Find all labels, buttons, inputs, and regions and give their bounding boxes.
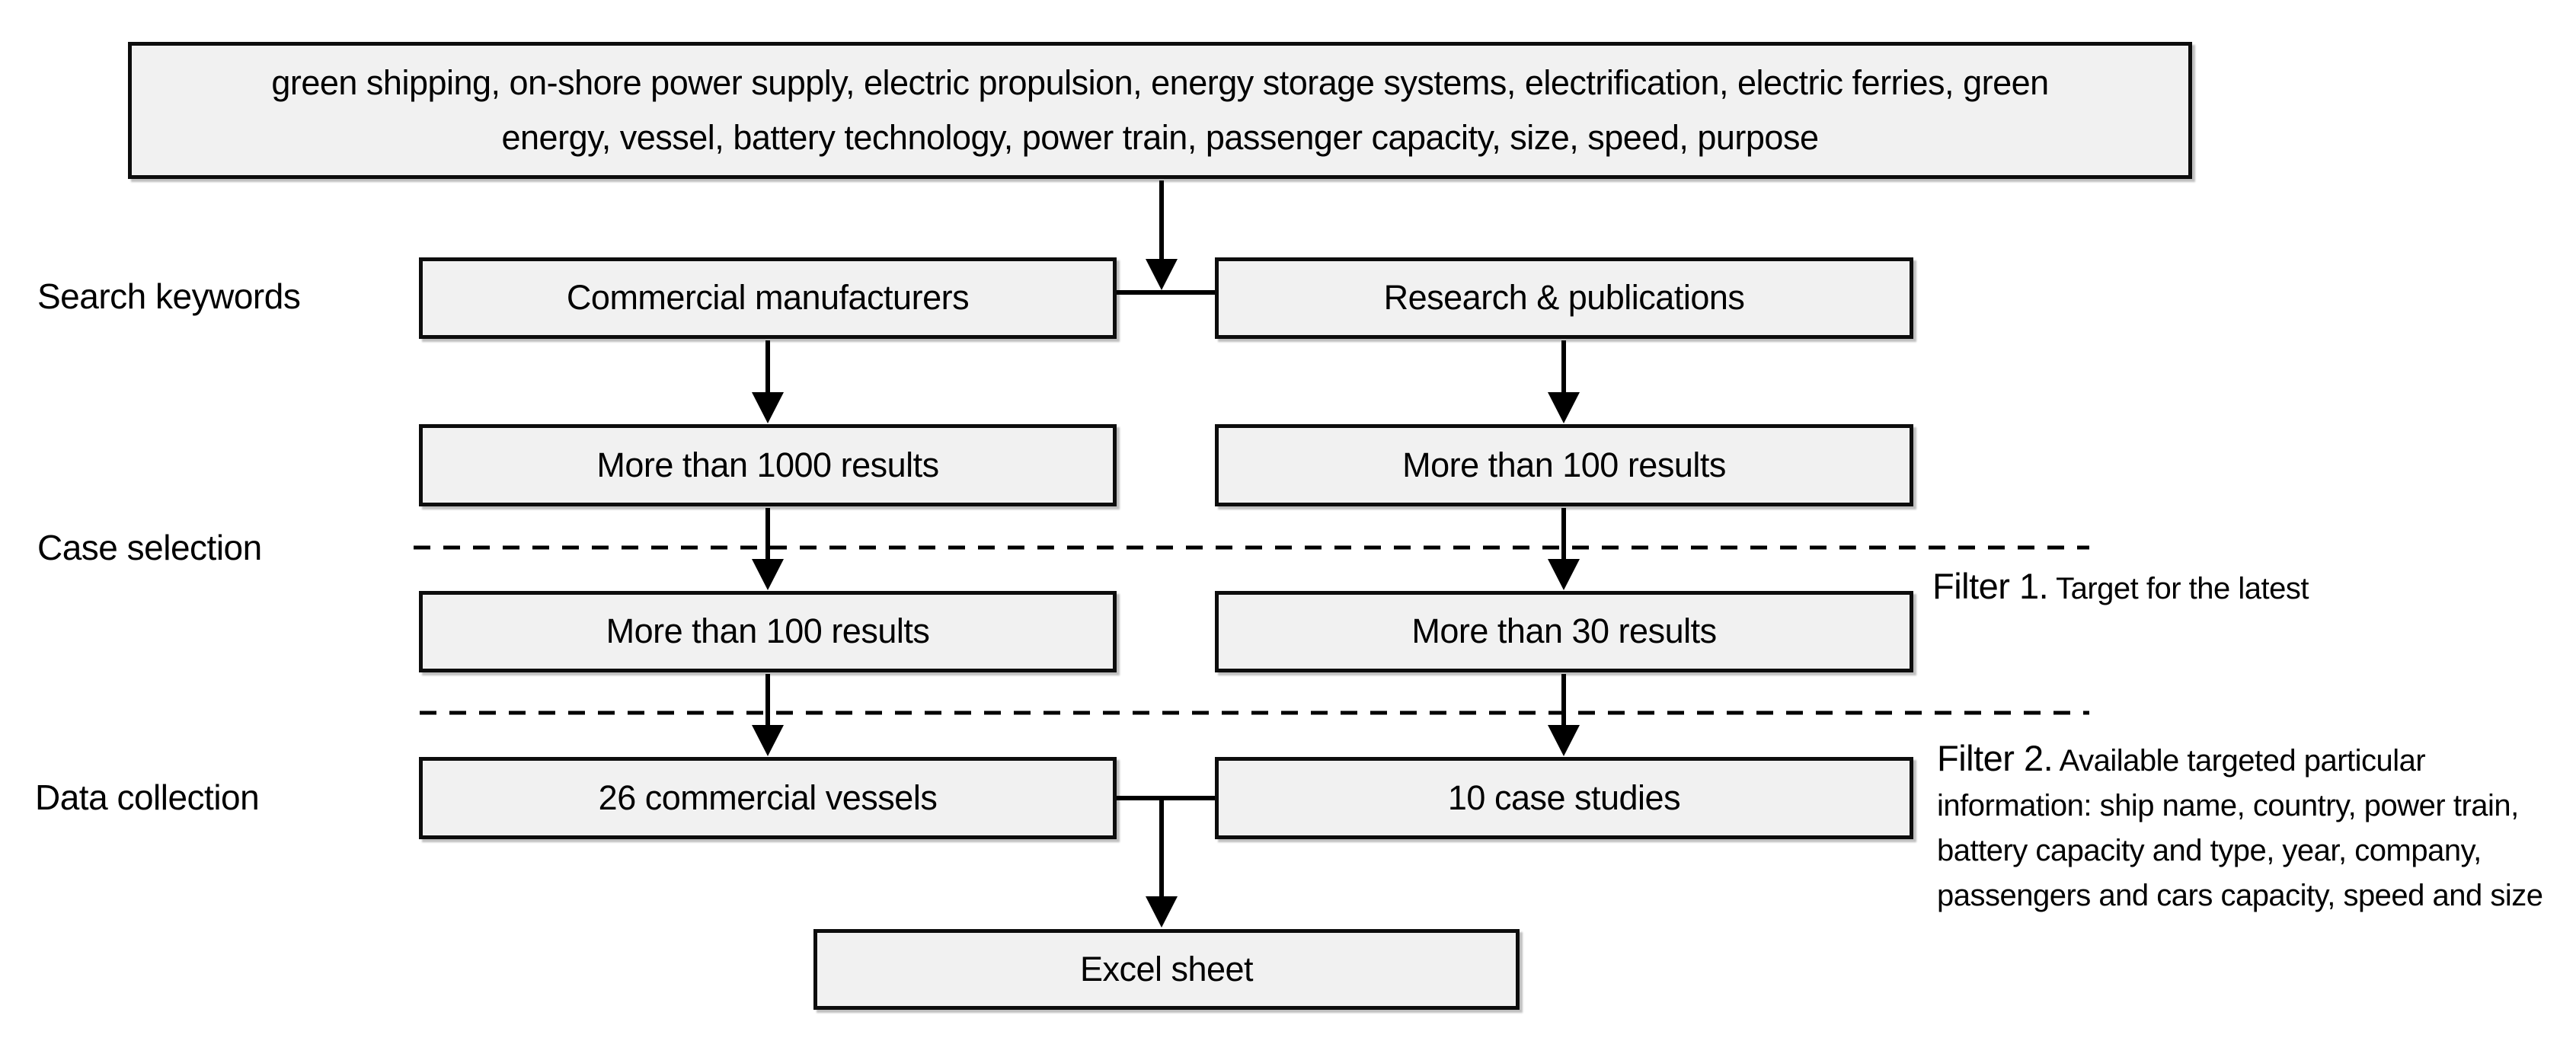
filter2-title: Filter 2.: [1937, 738, 2053, 778]
keywords-box: green shipping, on-shore power supply, e…: [128, 42, 2192, 179]
node-more-than-30-results: More than 30 results: [1215, 591, 1913, 672]
filter2-text: Available targeted particular informatio…: [1937, 744, 2543, 912]
stage-label-data-collection: Data collection: [35, 778, 260, 817]
arrowhead-keywords-to-row1: [1146, 259, 1178, 290]
node-commercial-manufacturers-text: Commercial manufacturers: [566, 278, 970, 318]
node-excel-sheet-text: Excel sheet: [1079, 949, 1254, 988]
node-research-publications: Research & publications: [1215, 257, 1913, 339]
node-more-than-100-results-right-text: More than 100 results: [1402, 445, 1726, 484]
node-more-than-100-results-left: More than 100 results: [419, 591, 1117, 672]
node-more-than-100-results-left-text: More than 100 results: [606, 612, 930, 651]
keywords-box-text: green shipping, on-shore power supply, e…: [271, 63, 2049, 157]
arrowhead-left-row1-row2: [752, 392, 784, 423]
filter1-text: Target for the latest: [2048, 572, 2309, 605]
node-commercial-manufacturers: Commercial manufacturers: [419, 257, 1117, 339]
filter1-note: Filter 1. Target for the latest: [1932, 564, 2309, 612]
stage-label-search-keywords: Search keywords: [37, 276, 301, 316]
node-10-case-studies-text: 10 case studies: [1447, 778, 1681, 817]
arrowhead-right-row1-row2: [1548, 392, 1580, 423]
node-excel-sheet: Excel sheet: [813, 929, 1520, 1010]
arrowhead-left-row2-row3: [752, 559, 784, 590]
node-26-commercial-vessels: 26 commercial vessels: [419, 757, 1117, 839]
stage-label-case-selection: Case selection: [37, 528, 262, 567]
arrowhead-right-row3-row4: [1548, 725, 1580, 756]
node-more-than-1000-results-text: More than 1000 results: [596, 445, 939, 484]
arrowhead-left-row3-row4: [752, 725, 784, 756]
node-more-than-1000-results: More than 1000 results: [419, 424, 1117, 506]
node-10-case-studies: 10 case studies: [1215, 757, 1913, 839]
node-research-publications-text: Research & publications: [1383, 278, 1745, 318]
arrowhead-merge-to-excel: [1146, 896, 1178, 928]
arrowhead-right-row2-row3: [1548, 559, 1580, 590]
filter2-note: Filter 2. Available targeted particular …: [1937, 736, 2568, 918]
filter1-title: Filter 1.: [1932, 566, 2049, 606]
node-more-than-100-results-right: More than 100 results: [1215, 424, 1913, 506]
node-26-commercial-vessels-text: 26 commercial vessels: [598, 778, 938, 817]
node-more-than-30-results-text: More than 30 results: [1411, 612, 1717, 651]
